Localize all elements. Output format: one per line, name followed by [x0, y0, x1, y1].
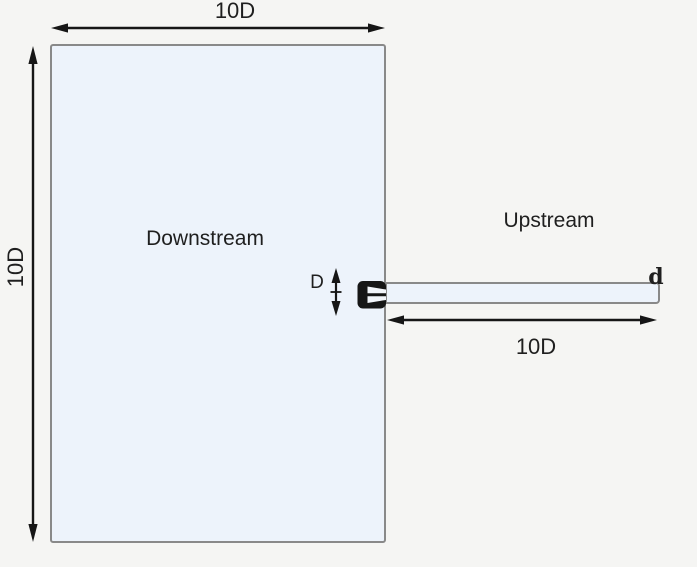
- pipe-diameter-label: D: [310, 272, 324, 293]
- upstream-region-label: Upstream: [503, 209, 595, 232]
- downstream-domain-rect: [50, 44, 386, 543]
- top-width-dimension-label: 10D: [214, 0, 256, 23]
- left-height-dimension-label: 10D: [3, 246, 28, 288]
- downstream-region-label: Downstream: [146, 227, 264, 250]
- nozzle-icon: [357, 281, 386, 309]
- upstream-pipe: [385, 282, 660, 304]
- pipe-length-dimension-label: 10D: [515, 334, 557, 359]
- pipe-diameter-dimension-arrow: [330, 268, 342, 316]
- pipe-end-diameter-label: d: [648, 264, 664, 290]
- pipe-length-dimension-arrow: [387, 315, 657, 325]
- left-height-dimension-arrow: [28, 46, 38, 542]
- top-width-dimension-arrow: [51, 23, 385, 33]
